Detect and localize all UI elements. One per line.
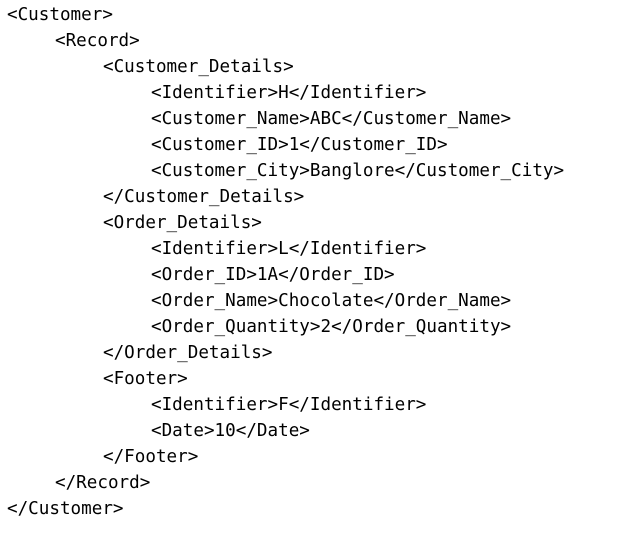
xml-line: <Customer>	[7, 5, 113, 25]
xml-line: <Order_ID>1A</Order_ID>	[151, 265, 395, 285]
xml-line: <Order_Name>Chocolate</Order_Name>	[151, 291, 512, 311]
xml-line: <Customer_City>Banglore</Customer_City>	[151, 161, 565, 181]
xml-line: </Customer>	[7, 499, 124, 519]
xml-line: <Customer_ID>1</Customer_ID>	[151, 135, 448, 155]
xml-line: </Record>	[55, 473, 151, 493]
xml-line: </Footer>	[103, 447, 199, 467]
xml-line: <Footer>	[103, 369, 188, 389]
xml-line: <Customer_Name>ABC</Customer_Name>	[151, 109, 512, 129]
xml-line: <Identifier>L</Identifier>	[151, 239, 427, 259]
xml-line: <Date>10</Date>	[151, 421, 310, 441]
xml-line: <Identifier>F</Identifier>	[151, 395, 427, 415]
xml-line: <Customer_Details>	[103, 57, 294, 77]
xml-line: <Record>	[55, 31, 140, 51]
xml-line: <Order_Details>	[103, 213, 262, 233]
xml-line: <Order_Quantity>2</Order_Quantity>	[151, 317, 512, 337]
xml-line: </Order_Details>	[103, 343, 273, 363]
xml-line: </Customer_Details>	[103, 187, 305, 207]
xml-line: <Identifier>H</Identifier>	[151, 83, 427, 103]
